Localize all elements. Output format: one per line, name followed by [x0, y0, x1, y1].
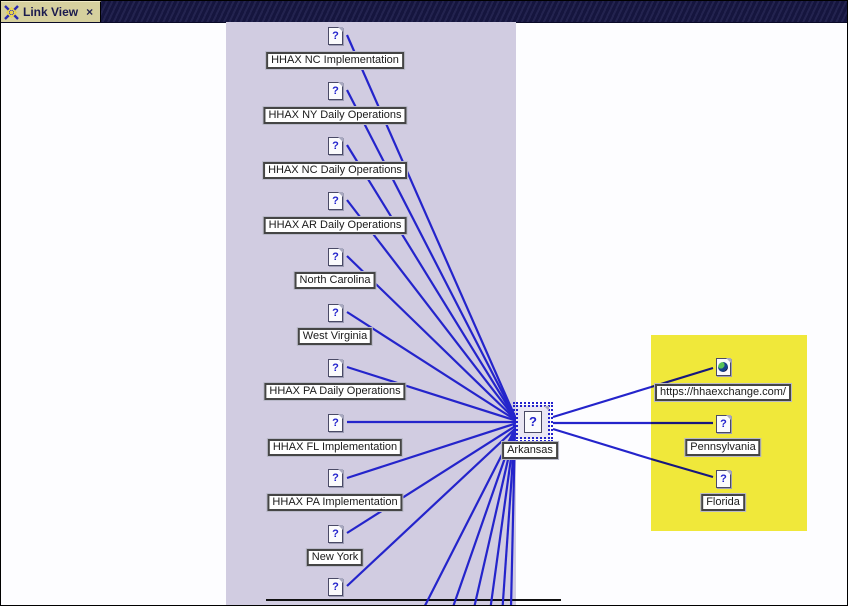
- node-hhax-pa-implementation-label[interactable]: HHAX PA Implementation: [267, 494, 403, 511]
- node-new-york-label[interactable]: New York: [306, 549, 364, 566]
- node-hhax-ar-daily-operations-icon[interactable]: ?: [328, 192, 343, 210]
- tab-link-view[interactable]: Link View ×: [1, 1, 102, 22]
- link-line: [552, 427, 652, 461]
- link-line: [552, 385, 652, 419]
- globe-icon: [718, 362, 728, 372]
- node-hhax-pa-implementation-icon[interactable]: ?: [328, 469, 343, 487]
- node-hhax-ny-daily-operations-label[interactable]: HHAX NY Daily Operations: [263, 107, 407, 124]
- node-hhaexchange-website-label[interactable]: https://hhaexchange.com/: [655, 384, 791, 401]
- cutoff-label-box: [266, 599, 561, 601]
- node-florida-label[interactable]: Florida: [701, 494, 745, 511]
- tab-label: Link View: [23, 5, 79, 19]
- node-offscreen-node-icon[interactable]: ?: [328, 578, 343, 596]
- tab-bar: Link View ×: [1, 1, 847, 23]
- node-florida-icon[interactable]: ?: [716, 470, 731, 488]
- unknown-page-icon: ?: [524, 411, 542, 433]
- node-hhax-fl-implementation-icon[interactable]: ?: [328, 414, 343, 432]
- link-view-icon: [4, 4, 19, 20]
- node-hhax-nc-daily-operations-label[interactable]: HHAX NC Daily Operations: [263, 162, 407, 179]
- node-north-carolina-label[interactable]: North Carolina: [294, 272, 376, 289]
- node-hhax-nc-implementation-label[interactable]: HHAX NC Implementation: [266, 52, 404, 69]
- tab-close-icon[interactable]: ×: [86, 5, 94, 19]
- node-west-virginia-label[interactable]: West Virginia: [297, 328, 373, 345]
- node-hhax-nc-daily-operations-icon[interactable]: ?: [328, 137, 343, 155]
- node-west-virginia-icon[interactable]: ?: [328, 304, 343, 322]
- node-pennsylvania-icon[interactable]: ?: [716, 415, 731, 433]
- node-north-carolina-icon[interactable]: ?: [328, 248, 343, 266]
- node-hhax-fl-implementation-label[interactable]: HHAX FL Implementation: [267, 439, 403, 456]
- node-pennsylvania-label[interactable]: Pennsylvania: [685, 439, 761, 456]
- node-arkansas-label[interactable]: Arkansas: [502, 442, 558, 459]
- node-hhax-ny-daily-operations-icon[interactable]: ?: [328, 82, 343, 100]
- node-hhaexchange-website-icon[interactable]: [716, 358, 731, 376]
- node-hhax-nc-implementation-icon[interactable]: ?: [328, 27, 343, 45]
- node-hhax-ar-daily-operations-label[interactable]: HHAX AR Daily Operations: [263, 217, 407, 234]
- node-hhax-pa-daily-operations-label[interactable]: HHAX PA Daily Operations: [264, 383, 406, 400]
- node-arkansas-icon[interactable]: ?: [513, 402, 553, 442]
- node-hhax-pa-daily-operations-icon[interactable]: ?: [328, 359, 343, 377]
- node-new-york-icon[interactable]: ?: [328, 525, 343, 543]
